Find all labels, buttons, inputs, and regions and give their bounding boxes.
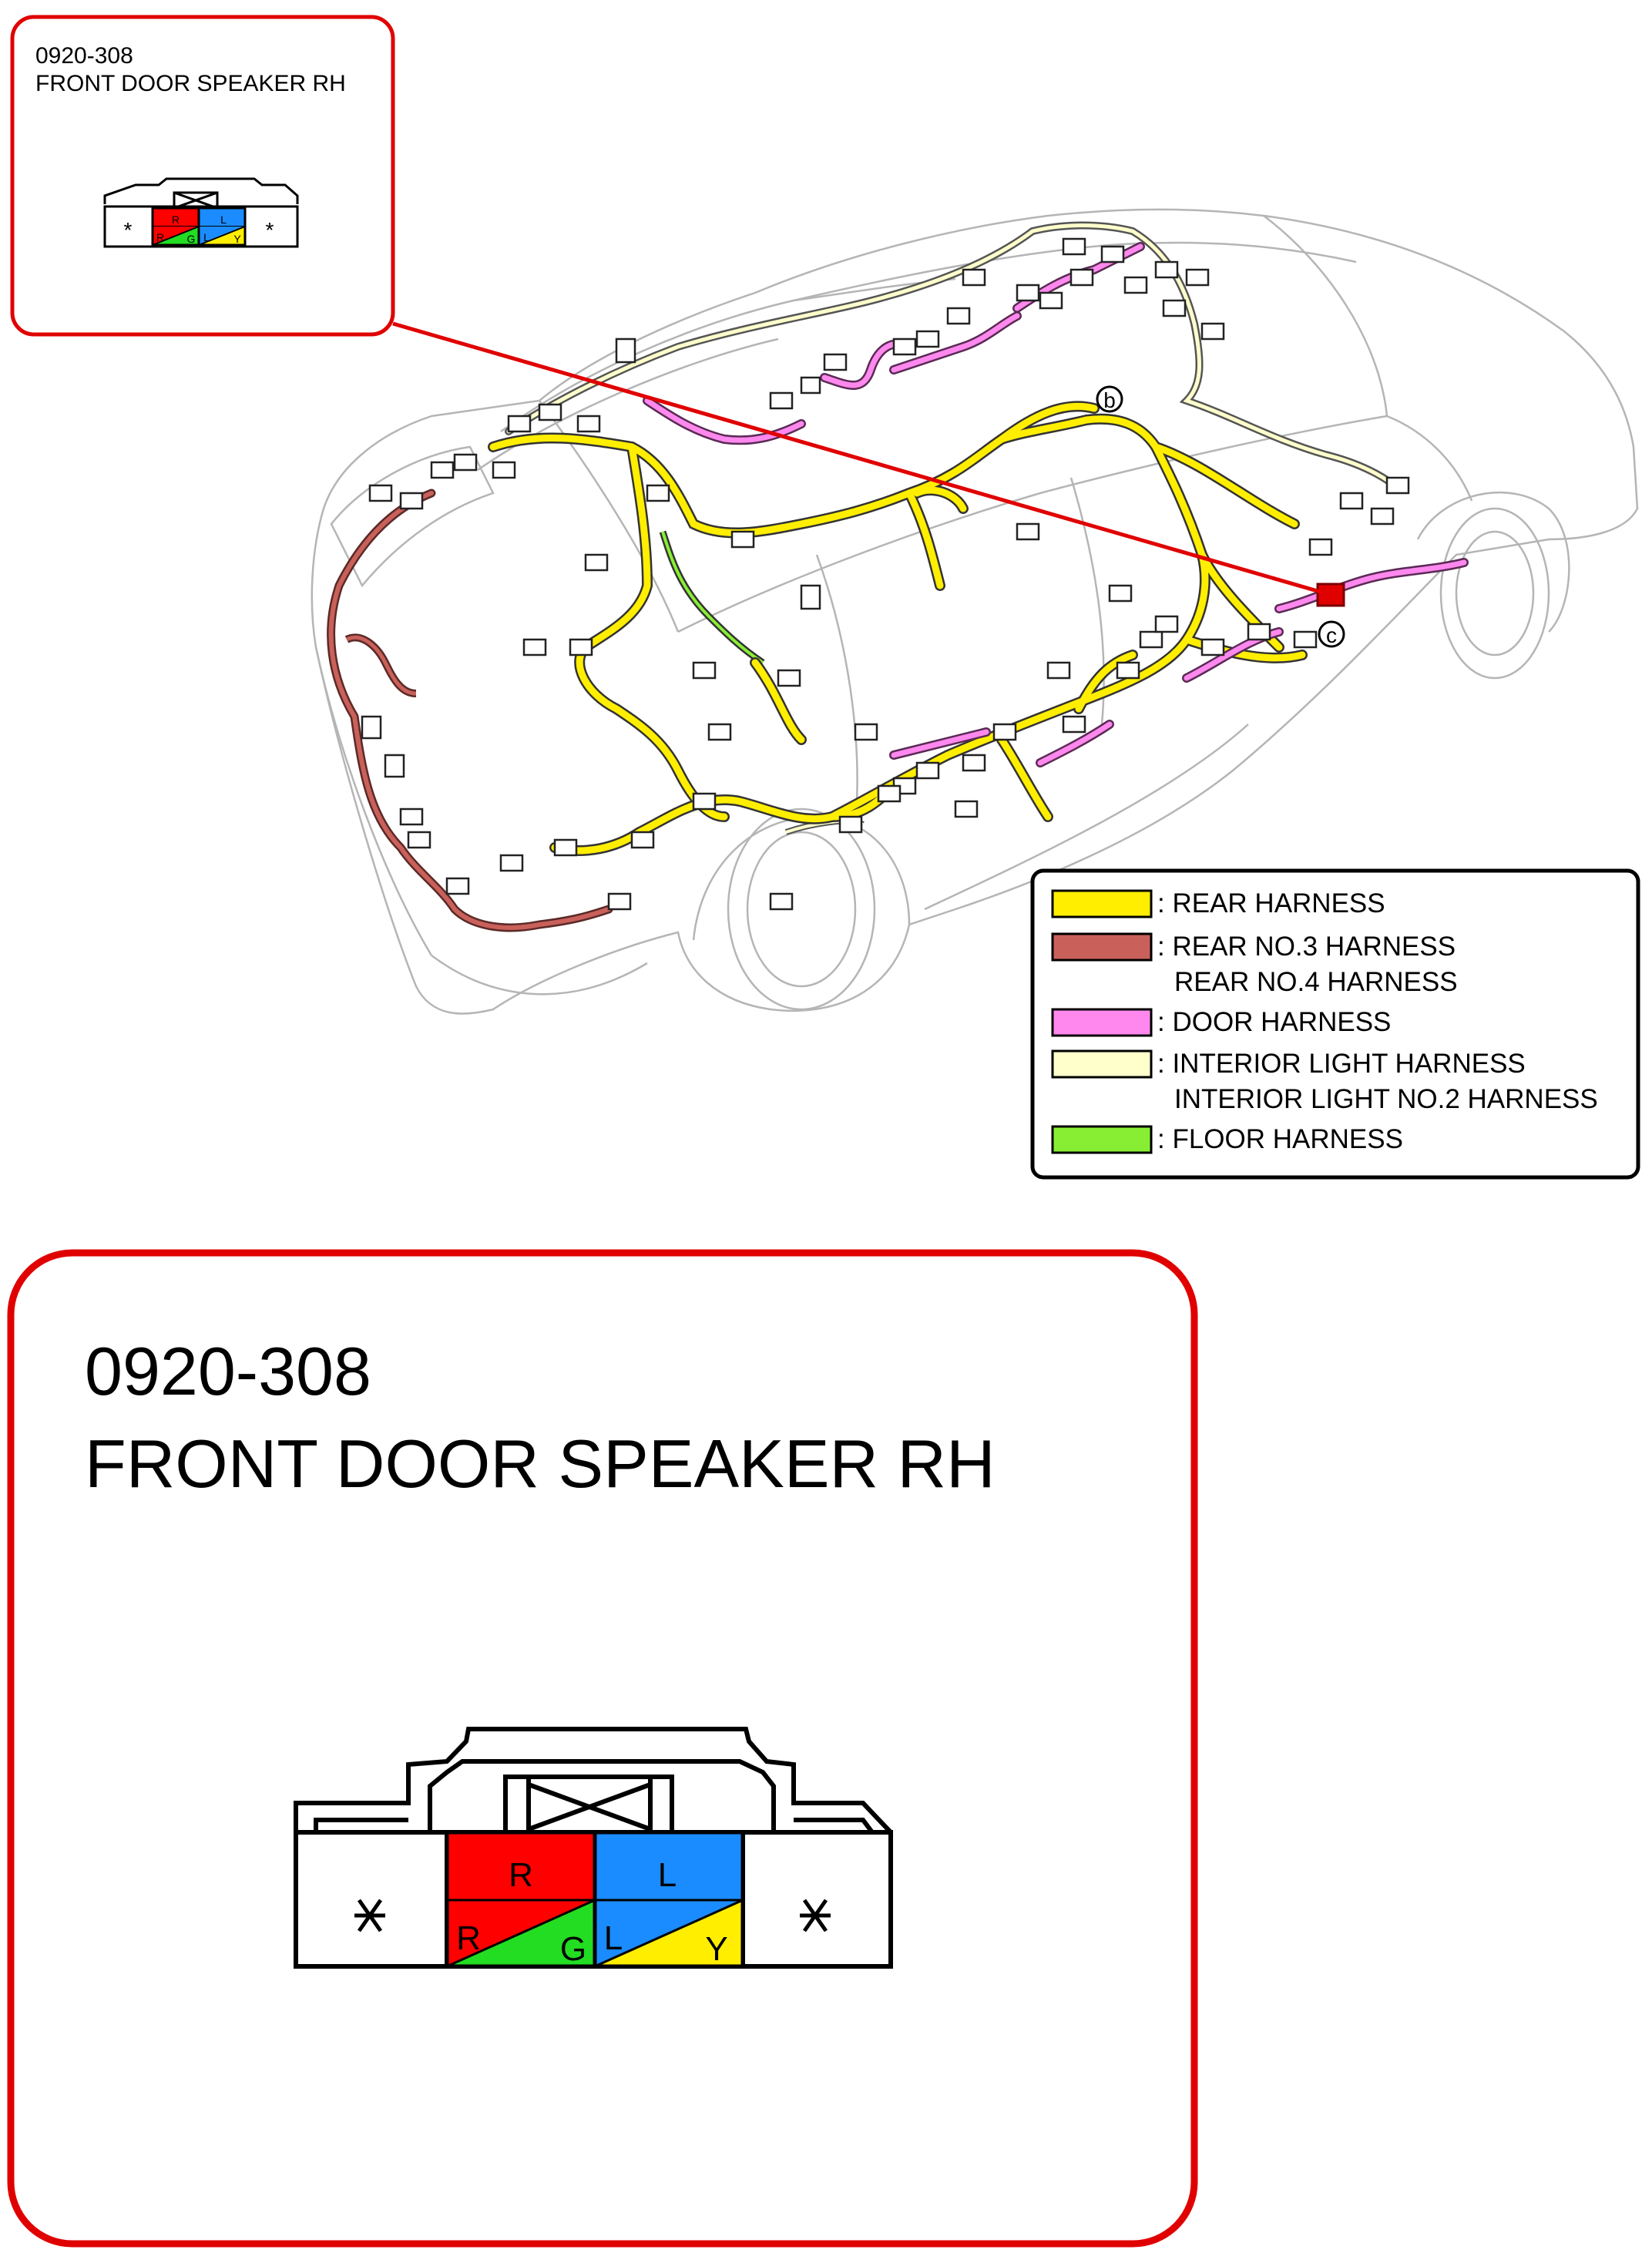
legend-label: : INTERIOR LIGHT HARNESS	[1157, 1049, 1526, 1079]
connector-inset-small: 0920-308 FRONT DOOR SPEAKER RH * *	[10, 15, 395, 337]
pin-label: Y	[233, 233, 241, 245]
connector-pins-large	[445, 1830, 745, 1969]
leader-line	[392, 321, 1331, 597]
pin-label: G	[187, 233, 196, 245]
harness-connectors	[361, 237, 1410, 911]
legend-swatch-door	[1051, 1008, 1153, 1037]
legend-swatch-floor	[1051, 1125, 1153, 1154]
legend-swatch-interior-light	[1051, 1049, 1153, 1079]
connector-face-small	[103, 177, 299, 248]
empty-pin-marker: *	[266, 218, 274, 242]
pin-label: R	[172, 213, 180, 226]
empty-pin-asterisk-left	[354, 1899, 385, 1932]
pin-label: L	[604, 1919, 623, 1957]
connector-face-large	[294, 1727, 893, 1969]
connector-id-small: 0920-308	[35, 43, 133, 69]
legend-label: INTERIOR LIGHT NO.2 HARNESS	[1174, 1084, 1598, 1114]
legend-label: : DOOR HARNESS	[1157, 1007, 1391, 1037]
legend-label: : FLOOR HARNESS	[1157, 1124, 1403, 1154]
legend-swatch-rear-no3	[1051, 932, 1153, 962]
connector-inset-large: 0920-308 FRONT DOOR SPEAKER RH	[7, 1249, 1198, 2248]
legend-label: : REAR NO.3 HARNESS	[1157, 932, 1456, 962]
callout-b: b	[1096, 385, 1123, 413]
rear-no3-harness-route	[327, 489, 613, 932]
empty-pin-asterisk-right	[800, 1899, 831, 1932]
pin-label: G	[560, 1930, 586, 1968]
connector-id-large: 0920-308	[85, 1333, 371, 1409]
pin-label: R	[456, 1919, 481, 1957]
empty-pin-marker: *	[124, 218, 133, 242]
pin-label: R	[509, 1856, 533, 1894]
legend-label: REAR NO.4 HARNESS	[1174, 967, 1458, 997]
callout-b-label: b	[1103, 388, 1116, 412]
legend-label: : REAR HARNESS	[1157, 888, 1385, 918]
pin-l	[595, 1832, 743, 1900]
floor-harness-route	[659, 530, 765, 666]
pin-label: L	[203, 231, 210, 243]
pin-r	[447, 1832, 595, 1900]
pin-label: Y	[705, 1930, 727, 1968]
door-harness-route	[643, 242, 1469, 767]
callout-c-label: c	[1326, 623, 1337, 647]
legend-swatch-rear	[1051, 889, 1153, 918]
pin-label: L	[220, 213, 227, 226]
callout-c: c	[1318, 620, 1345, 648]
harness-legend: : REAR HARNESS : REAR NO.3 HARNESS REAR …	[1030, 868, 1640, 1180]
pin-label: L	[658, 1856, 677, 1894]
pin-label: R	[156, 231, 164, 243]
connector-name-small: FRONT DOOR SPEAKER RH	[35, 71, 346, 96]
vehicle-outline	[311, 208, 1639, 1015]
connector-name-large: FRONT DOOR SPEAKER RH	[85, 1425, 996, 1502]
